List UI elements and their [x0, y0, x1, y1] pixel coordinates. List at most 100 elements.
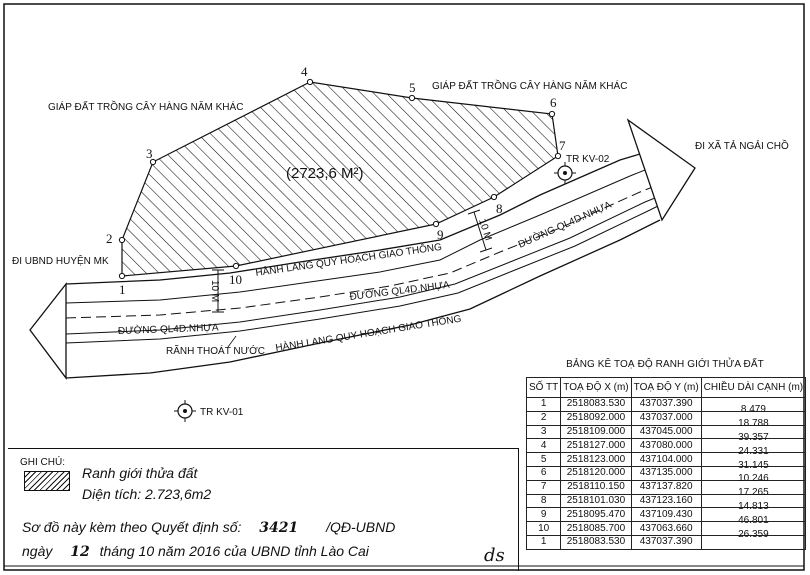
- cell-x: 2518120.000: [560, 465, 632, 481]
- table-header-row: SỐ TT TOẠ ĐỘ X (m) TOẠ ĐỘ Y (m) CHIỀU DÀ…: [525, 377, 807, 398]
- cell-length: 39.357: [738, 431, 769, 443]
- cell-length: 14.813: [738, 500, 769, 512]
- road-label-left: ĐƯỜNG QL4D.NHỰA: [118, 320, 219, 337]
- cell-x: 2518085.700: [560, 521, 632, 536]
- decision-number-handwritten: 3421: [259, 520, 299, 536]
- notes-box: GHI CHÚ: Ranh giới thửa đất Diện tích: 2…: [8, 448, 519, 571]
- cell-y: 437037.390: [630, 534, 702, 550]
- cell-length: 8.479: [740, 404, 766, 416]
- cell-length: 18.788: [738, 418, 769, 430]
- cell-y: 437137.820: [630, 479, 702, 495]
- road-edge-2: [65, 195, 661, 335]
- map-frame: [3, 3, 805, 571]
- benchmark-kv02-label: TR KV-02: [566, 154, 610, 165]
- header-length: CHIỀU DÀI CẠNH (m): [700, 377, 807, 398]
- road-label-middle: ĐƯỜNG QL4D.NHỰA: [349, 278, 451, 303]
- cell-y: 437135.000: [630, 465, 702, 481]
- cell-no: 6: [525, 465, 562, 481]
- benchmark-kv02: TR KV-02: [554, 154, 610, 184]
- cell-no: 3: [525, 424, 562, 440]
- cell-y: 437123.160: [630, 493, 702, 509]
- vertex-3: [149, 158, 157, 166]
- legend-area-text: Diện tích: 2.723,6m2: [82, 486, 212, 502]
- direction-label-right: ĐI XÃ TẢ NGẢI CHỒ: [695, 139, 789, 152]
- vertex-label-6: 6: [550, 95, 557, 110]
- direction-label-left: ĐI UBND HUYỆN MK: [12, 254, 109, 267]
- vertex-label-7: 7: [559, 138, 566, 153]
- cell-x: 2518110.150: [560, 479, 632, 495]
- ditch-line: [65, 204, 661, 344]
- dimension-right: 10 M: [467, 209, 493, 253]
- cell-length: 31.145: [738, 459, 769, 471]
- legend-label: Ranh giới thửa đất: [82, 465, 198, 481]
- dimension-right-label: 10 M: [476, 218, 493, 243]
- dimension-left: 10 M: [209, 269, 224, 313]
- cell-y: 437063.660: [630, 521, 702, 536]
- cell-length: 17.265: [738, 487, 769, 499]
- decision-prefix: Sơ đồ này kèm theo Quyết định số:: [22, 519, 242, 535]
- vertex-label-2: 2: [106, 231, 113, 246]
- cell-y: 437109.430: [630, 507, 702, 523]
- vertex-6: [548, 110, 556, 118]
- vertex-label-1: 1: [119, 282, 126, 297]
- ditch-label: RÃNH THOÁT NƯỚC: [166, 344, 265, 357]
- parcel-area-label: (2723,6 M²): [286, 165, 364, 182]
- cell-y: 437037.390: [630, 397, 702, 412]
- vertex-2: [118, 236, 126, 244]
- corridor-top-line: [65, 153, 641, 285]
- cell-length: 26.359: [738, 528, 769, 540]
- neighbor-label-left: GIÁP ĐẤT TRỒNG CÂY HÀNG NĂM KHÁC: [48, 100, 243, 113]
- cell-x: 2518083.530: [560, 534, 632, 550]
- vertex-labels: 1 2 3 4 5 6 7 8 9 10: [106, 64, 566, 297]
- decision-suffix: /QĐ-UBND: [326, 519, 396, 535]
- cell-length: 10.246: [738, 473, 769, 485]
- cell-no: 1: [525, 534, 562, 550]
- cell-length: 24.331: [738, 445, 769, 457]
- cell-length: 46.801: [738, 514, 769, 526]
- header-x: TOẠ ĐỘ X (m): [560, 377, 632, 398]
- cell-x: 2518123.000: [560, 452, 632, 467]
- cell-x: 2518127.000: [560, 438, 632, 454]
- corridor-bottom-line: [65, 219, 661, 379]
- road-edge-1: [65, 167, 651, 304]
- cell-no: 4: [525, 438, 562, 454]
- vertex-9: [432, 220, 440, 228]
- coordinate-table: SỐ TT TOẠ ĐỘ X (m) TOẠ ĐỘ Y (m) CHIỀU DÀ…: [525, 377, 807, 550]
- coordinate-table-title: BẢNG KÊ TOẠ ĐỘ RANH GIỚI THỬA ĐẤT: [566, 359, 764, 370]
- cell-no: 7: [525, 479, 562, 495]
- vertex-label-10: 10: [229, 272, 242, 287]
- vertex-5: [408, 94, 416, 102]
- cell-x: 2518092.000: [560, 410, 632, 426]
- cell-no: 9: [525, 507, 562, 523]
- date-day-handwritten: 12: [70, 544, 90, 560]
- vertex-label-5: 5: [409, 80, 416, 95]
- benchmark-kv01: TR KV-01: [174, 400, 244, 422]
- cell-y: 437037.000: [630, 410, 702, 426]
- signature-mark: ds: [484, 545, 505, 566]
- cell-no: 1: [525, 397, 562, 412]
- ditch-pointer: [227, 335, 237, 348]
- notes-title: GHI CHÚ:: [20, 457, 65, 468]
- benchmark-kv01-label: TR KV-01: [200, 407, 244, 418]
- vertex-4: [306, 78, 314, 86]
- decision-line: Sơ đồ này kèm theo Quyết định số: 3421 /…: [22, 519, 395, 536]
- dimension-left-label: 10 M: [209, 280, 220, 302]
- date-suffix: tháng 10 năm 2016 của UBND tỉnh Lào Cai: [99, 543, 369, 559]
- cell-no: 10: [525, 521, 562, 536]
- cell-x: 2518109.000: [560, 424, 632, 440]
- cell-no: 2: [525, 410, 562, 426]
- header-y: TOẠ ĐỘ Y (m): [630, 377, 702, 398]
- right-direction-arrow: [626, 118, 696, 222]
- cell-y: 437080.000: [630, 438, 702, 454]
- vertex-label-9: 9: [437, 227, 444, 242]
- left-direction-arrow: [29, 282, 67, 380]
- vertex-label-8: 8: [496, 201, 503, 216]
